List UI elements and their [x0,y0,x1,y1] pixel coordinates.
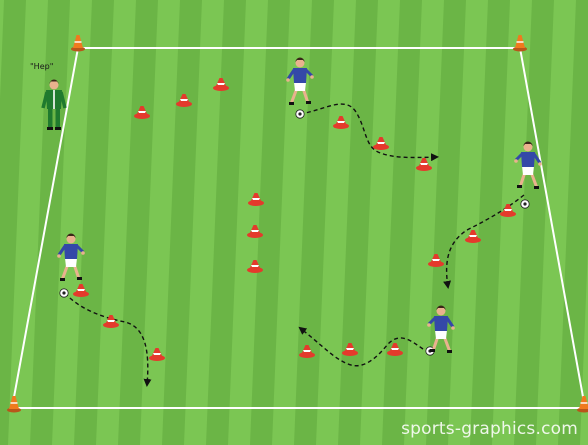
ball-icon [296,110,304,118]
ball-icon [521,200,529,208]
ball-icon [60,289,68,297]
watermark: sports-graphics.com [401,419,578,439]
coach-callout: "Hep" [30,62,53,71]
